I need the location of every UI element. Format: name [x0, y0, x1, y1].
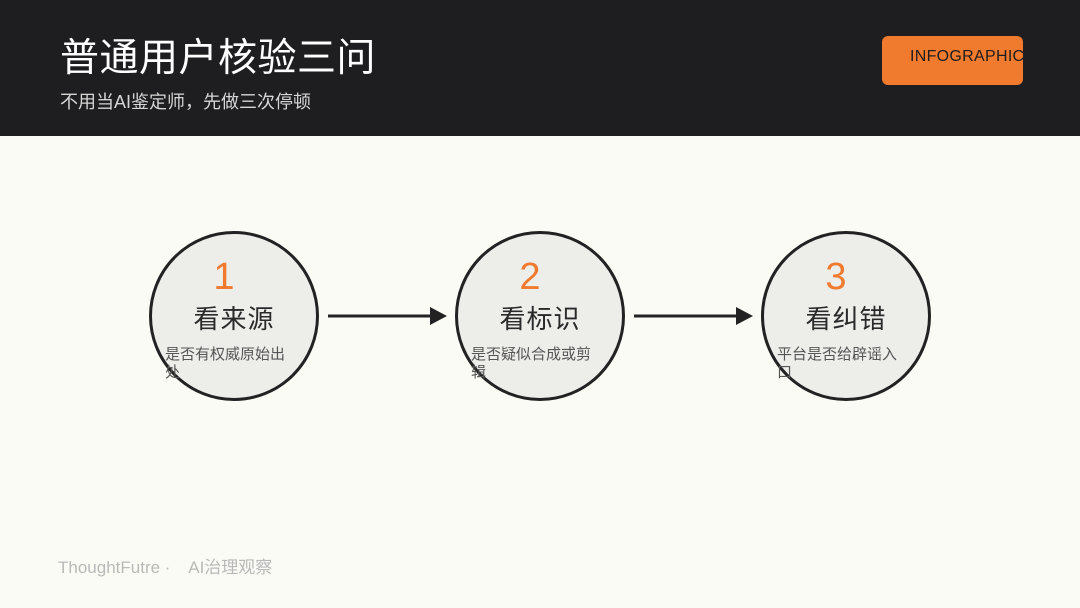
header-bar: 普通用户核验三问 不用当AI鉴定师，先做三次停顿 INFOGRAPHIC: [0, 0, 1080, 136]
page-title: 普通用户核验三问: [60, 37, 377, 80]
badge-label: INFOGRAPHIC: [910, 48, 1023, 65]
step-circle-2: 2 看标识 是否疑似合成或剪辑: [455, 231, 625, 401]
step-circle-3: 3 看纠错 平台是否给辟谣入口: [761, 231, 931, 401]
step-title: 看纠错: [805, 304, 887, 334]
arrow-right-icon: [634, 307, 753, 325]
step-description: 是否有权威原始出处: [165, 346, 286, 381]
step-title: 看标识: [499, 304, 581, 334]
step-description: 是否疑似合成或剪辑: [471, 346, 592, 381]
step-title: 看来源: [193, 304, 275, 334]
footer-section: AI治理观察: [188, 558, 273, 577]
step-number: 1: [213, 256, 235, 298]
step-number: 3: [825, 256, 847, 298]
step-circle-1: 1 看来源 是否有权威原始出处: [149, 231, 319, 401]
step-number: 2: [519, 256, 541, 298]
infographic-badge: INFOGRAPHIC: [882, 36, 1023, 85]
footer: ThoughtFutre · AI治理观察: [58, 556, 272, 580]
page-subtitle: 不用当AI鉴定师，先做三次停顿: [60, 92, 312, 112]
arrow-right-icon: [328, 307, 447, 325]
footer-brand: ThoughtFutre ·: [58, 558, 171, 577]
step-description: 平台是否给辟谣入口: [777, 346, 898, 381]
